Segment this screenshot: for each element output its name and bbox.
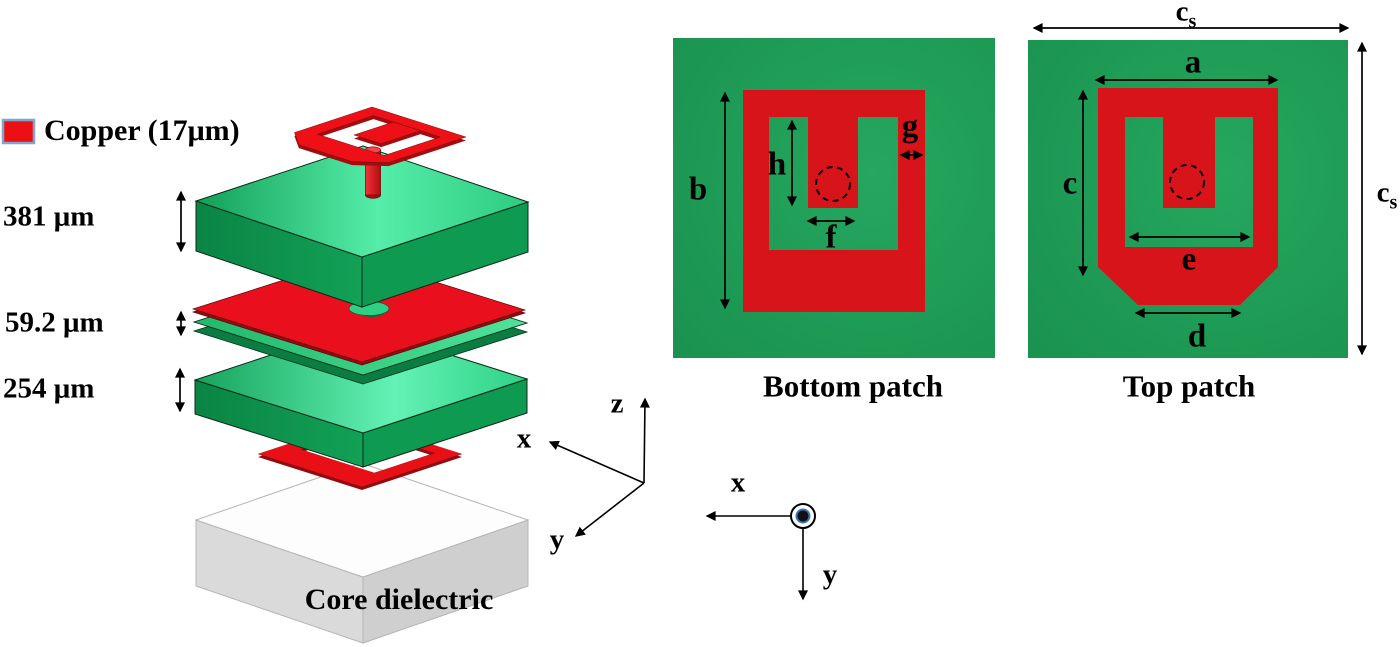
x-axis-label: x xyxy=(516,422,532,455)
exploded-stack-3d xyxy=(1,106,650,644)
y-axis-arrow xyxy=(574,482,645,537)
y-axis-2d-label: y xyxy=(822,558,838,591)
core-dielectric-label: Core dielectric xyxy=(304,583,494,616)
top-patch-via-circle xyxy=(1169,164,1205,200)
bottom-patch-caption: Bottom patch xyxy=(763,368,943,404)
dim-e-label: e xyxy=(1181,241,1197,278)
dim-cs-top-label: cs xyxy=(1175,0,1197,31)
top-patch-caption: Top patch xyxy=(1122,368,1256,404)
top-copper-patch-3d xyxy=(294,106,467,167)
copper-legend-swatch xyxy=(1,118,36,145)
x-axis-2d-label: x xyxy=(730,466,746,499)
z-axis-dot xyxy=(797,510,809,522)
axes-2d xyxy=(705,503,816,601)
thickness-381-label: 381 μm xyxy=(3,200,95,233)
dim-a-label: a xyxy=(1184,44,1202,81)
slab-381um xyxy=(194,145,530,308)
thickness-arrows xyxy=(175,190,186,413)
bottom-patch-diagram xyxy=(673,38,995,358)
top-patch-diagram xyxy=(1028,23,1367,358)
x-axis-arrow xyxy=(548,440,645,484)
top-patch-dim-arrows xyxy=(1032,23,1367,356)
bottom-patch-via-circle xyxy=(815,166,851,202)
z-axis-label: z xyxy=(610,387,624,420)
ground-sheet-3d xyxy=(191,256,527,366)
top-patch-copper xyxy=(1098,88,1278,305)
axes-3d xyxy=(548,397,650,537)
dim-f-label: f xyxy=(825,219,837,256)
dim-b-label: b xyxy=(688,171,708,208)
dim-d-label: d xyxy=(1187,318,1207,355)
thickness-592-label: 59.2 μm xyxy=(5,306,104,339)
y-axis-label: y xyxy=(549,523,565,556)
thickness-254-label: 254 μm xyxy=(3,372,95,405)
cs-base: c xyxy=(1175,0,1189,28)
dim-h-label: h xyxy=(767,146,787,183)
dim-g-label: g xyxy=(901,108,919,145)
z-axis-arrow xyxy=(639,397,650,484)
copper-legend-label: Copper (17μm) xyxy=(44,114,240,147)
cs-sub: s xyxy=(1389,191,1398,214)
cs-base: c xyxy=(1376,176,1390,209)
core-dielectric-box xyxy=(194,462,530,644)
bottom-patch-dim-arrows xyxy=(720,91,924,310)
cs-sub: s xyxy=(1188,10,1197,33)
dim-c-label: c xyxy=(1062,165,1078,202)
dim-cs-right-label: cs xyxy=(1376,176,1398,212)
